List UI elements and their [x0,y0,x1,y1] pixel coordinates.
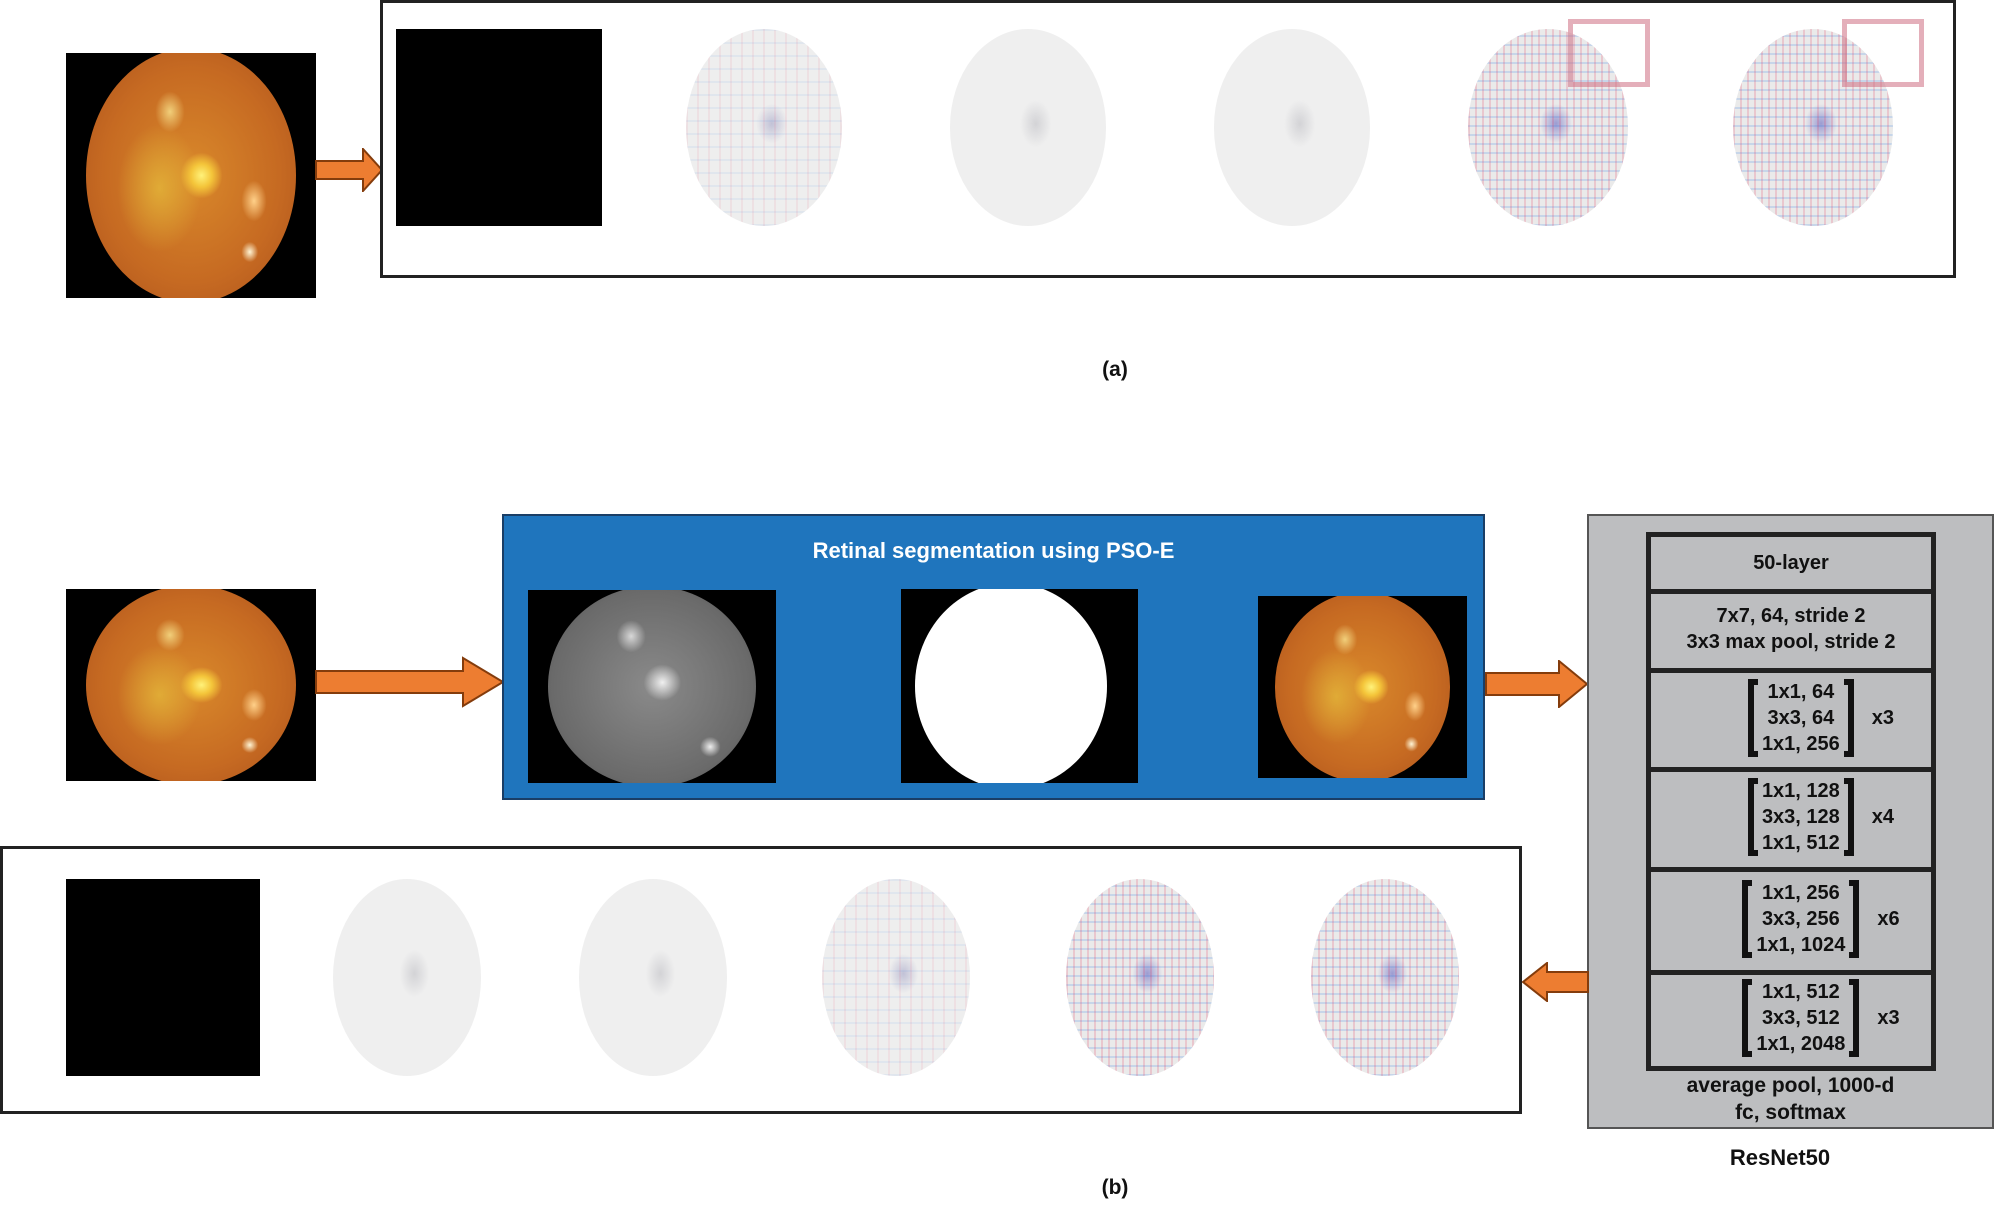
segmented-color-fundus-image [1258,596,1467,778]
block-4-line-1: 1x1, 512 [1761,981,1840,1003]
panel-a-input-fundus-image [66,53,316,298]
block-1-line-3: 1x1, 256 [1761,732,1840,755]
block-4-line-2: 3x3, 512 [1761,1007,1840,1029]
panel-b-caption: (b) [1101,1176,1129,1199]
block-1-line-2: 3x3, 64 [1767,706,1835,729]
block-4-bracket: 1x1, 512 3x3, 512 1x1, 2048 [1742,979,1860,1057]
resnet-footer: average pool, 1000-d fc, softmax [1589,1072,1992,1126]
resnet-block-row-2: 1x1, 128 3x3, 128 1x1, 512 x4 [1651,767,1931,872]
output-black-map [396,29,602,226]
block-2-line-1: 1x1, 128 [1761,780,1840,802]
resnet-layer-table: 50-layer 7x7, 64, stride 2 3x3 max pool,… [1646,532,1936,1071]
panel-a-right-arrow-icon [315,148,383,192]
resnet50-box: 50-layer 7x7, 64, stride 2 3x3 max pool,… [1587,514,1994,1129]
output-black-map [66,879,260,1076]
grayscale-fundus-image [528,590,776,783]
highlight-box-1 [1568,19,1650,87]
highlight-box-2 [1842,19,1924,87]
segmentation-title: Retinal segmentation using PSO-E [812,538,1175,563]
output-heatmap-5 [1708,29,1918,226]
output-heatmap-1 [310,879,504,1076]
output-heatmap-3 [1189,29,1395,226]
conv1-line-1: 7x7, 64, stride 2 [1716,604,1866,627]
resnet50-label: ResNet50 [1729,1145,1831,1170]
block-3-line-3: 1x1, 1024 [1756,933,1846,956]
segmentation-box: Retinal segmentation using PSO-E [502,514,1485,800]
block-2-line-2: 3x3, 128 [1761,806,1840,828]
output-heatmap-5 [1288,879,1482,1076]
block-3-line-1: 1x1, 256 [1761,881,1840,904]
output-heatmap-2 [925,29,1131,226]
output-heatmap-4 [1443,29,1653,226]
resnet-block-row-3: 1x1, 256 3x3, 256 1x1, 1024 x6 [1651,867,1931,975]
resnet-header-row: 50-layer [1651,537,1931,594]
resnet-block-row-1: 1x1, 64 3x3, 64 1x1, 256 x3 [1651,668,1931,772]
binary-mask-image [901,589,1138,783]
retina-disc [86,589,296,781]
footer-line-2: fc, softmax [1735,1101,1846,1124]
output-heatmap-3 [799,879,993,1076]
block-1-repeat: x3 [1871,706,1895,729]
segmentation-to-resnet-arrow-icon [1485,660,1589,708]
resnet-to-output-arrow-icon [1521,962,1589,1002]
block-4-line-3: 1x1, 2048 [1756,1033,1846,1055]
panel-b-input-fundus-image [66,589,316,781]
block-1-line-1: 1x1, 64 [1767,680,1835,703]
panel-a-output-frame [380,0,1956,278]
block-3-line-2: 3x3, 256 [1761,907,1840,930]
resnet-header: 50-layer [1753,552,1829,574]
panel-b-output-frame [0,846,1522,1114]
input-to-segmentation-arrow-icon [315,656,505,708]
panel-a-caption: (a) [1102,358,1128,381]
footer-line-1: average pool, 1000-d [1686,1074,1895,1097]
block-2-repeat: x4 [1871,806,1895,828]
output-heatmap-2 [556,879,750,1076]
block-2-line-3: 1x1, 512 [1761,832,1840,854]
output-heatmap-4 [1043,879,1237,1076]
block-1-bracket: 1x1, 64 3x3, 64 1x1, 256 [1747,678,1854,757]
resnet-block-row-4: 1x1, 512 3x3, 512 1x1, 2048 x3 [1651,970,1931,1066]
block-4-repeat: x3 [1877,1007,1900,1029]
block-3-repeat: x6 [1877,907,1900,930]
conv1-line-2: 3x3 max pool, stride 2 [1686,630,1896,653]
retina-disc [86,53,296,298]
block-3-bracket: 1x1, 256 3x3, 256 1x1, 1024 [1742,879,1860,958]
resnet-conv1-row: 7x7, 64, stride 2 3x3 max pool, stride 2 [1651,589,1931,673]
block-2-bracket: 1x1, 128 3x3, 128 1x1, 512 [1747,778,1854,856]
output-heatmap-1 [661,29,867,226]
